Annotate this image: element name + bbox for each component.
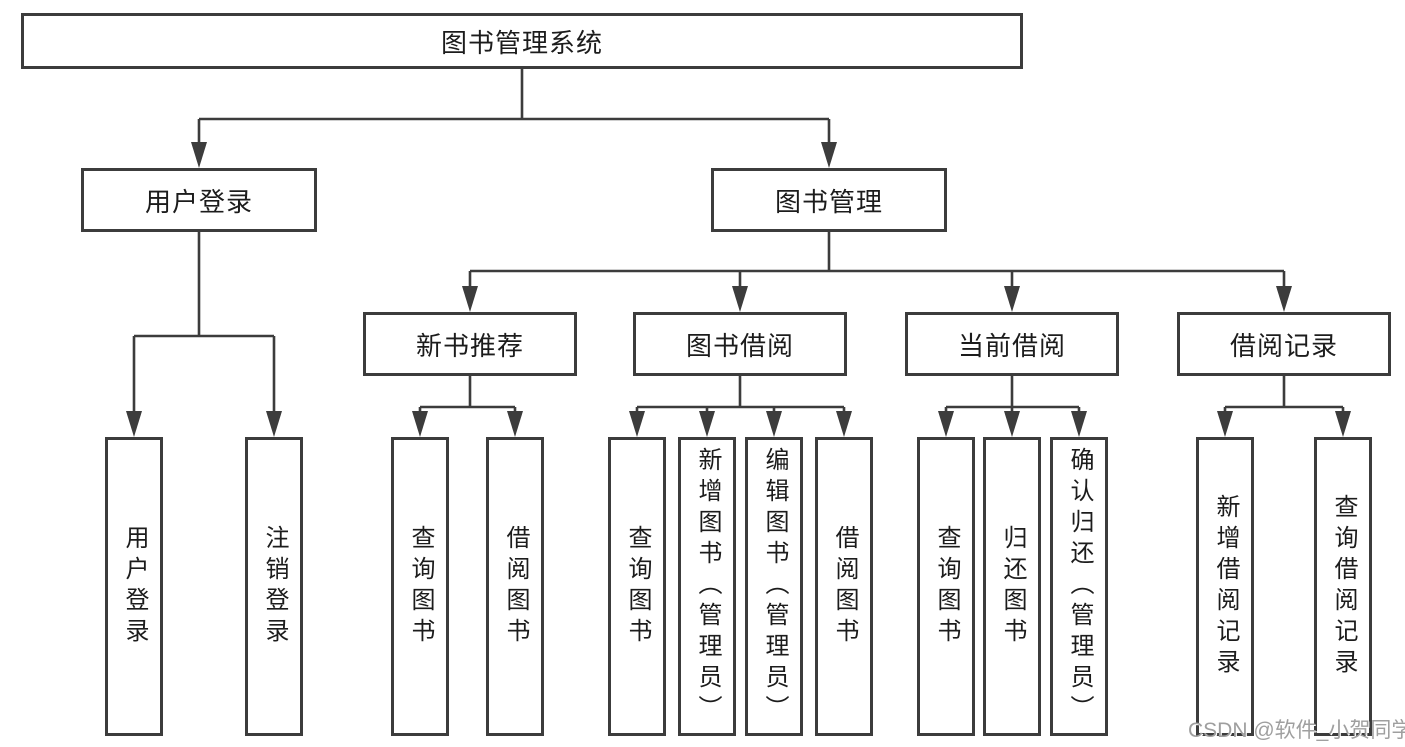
leaf-current-return-books: 归还图书 — [983, 437, 1041, 736]
leaf-label: 归还图书 — [999, 524, 1026, 649]
leaf-newrec-borrow-books: 借阅图书 — [486, 437, 544, 736]
leaf-label: 编辑图书（管理员） — [761, 447, 788, 726]
leaf-label: 借阅图书 — [831, 524, 858, 649]
node-label: 当前借阅 — [957, 330, 1066, 361]
edge-borrow-records-to-leaves — [1223, 376, 1345, 429]
leaf-label: 新增图书（管理员） — [694, 447, 721, 726]
leaf-current-query-books: 查询图书 — [917, 437, 975, 736]
leaf-label: 新增借阅记录 — [1212, 493, 1239, 680]
leaf-logout: 注销登录 — [245, 437, 303, 736]
leaf-label: 查询借阅记录 — [1330, 493, 1357, 680]
leaf-label: 查询图书 — [933, 524, 960, 649]
node-current-borrowing: 当前借阅 — [905, 312, 1119, 376]
node-label: 图书借阅 — [685, 330, 794, 361]
leaf-borrowing-add-books-admin: 新增图书（管理员） — [678, 437, 736, 736]
leaf-label: 确认归还（管理员） — [1066, 447, 1093, 726]
leaf-newrec-query-books: 查询图书 — [391, 437, 449, 736]
edge-book-borrow-to-leaves — [635, 376, 846, 429]
leaf-records-add-borrow-record: 新增借阅记录 — [1196, 437, 1254, 736]
leaf-records-query-borrow-record: 查询借阅记录 — [1314, 437, 1372, 736]
node-label: 用户登录 — [144, 186, 253, 217]
node-book-management: 图书管理 — [711, 168, 947, 232]
leaf-borrowing-query-books: 查询图书 — [608, 437, 666, 736]
node-label: 借阅记录 — [1229, 330, 1338, 361]
node-label: 图书管理 — [774, 186, 883, 217]
node-library-management-system: 图书管理系统 — [21, 13, 1023, 69]
edge-user-login-to-leaves — [132, 232, 276, 429]
leaf-current-confirm-return-admin: 确认归还（管理员） — [1050, 437, 1108, 736]
edge-new-book-rec-to-leaves — [418, 376, 517, 429]
leaf-borrowing-borrow-books: 借阅图书 — [815, 437, 873, 736]
leaf-label: 查询图书 — [407, 524, 434, 649]
node-new-book-recommend: 新书推荐 — [363, 312, 577, 376]
node-user-login: 用户登录 — [81, 168, 317, 232]
leaf-label: 借阅图书 — [502, 524, 529, 649]
node-borrowing-records: 借阅记录 — [1177, 312, 1391, 376]
edge-book-mgmt-to-level3 — [468, 232, 1286, 304]
leaf-label: 查询图书 — [624, 524, 651, 649]
edge-root-to-level2 — [197, 69, 831, 160]
leaf-label: 用户登录 — [121, 524, 148, 649]
node-book-borrowing: 图书借阅 — [633, 312, 847, 376]
node-label: 新书推荐 — [415, 330, 524, 361]
node-label: 图书管理系统 — [440, 27, 603, 58]
leaf-label: 注销登录 — [261, 524, 288, 649]
csdn-watermark: CSDN @软件_小贺同学 — [1188, 719, 1405, 742]
leaf-user-login: 用户登录 — [105, 437, 163, 736]
edge-current-borrow-to-leaves — [944, 376, 1081, 429]
leaf-borrowing-edit-books-admin: 编辑图书（管理员） — [745, 437, 803, 736]
